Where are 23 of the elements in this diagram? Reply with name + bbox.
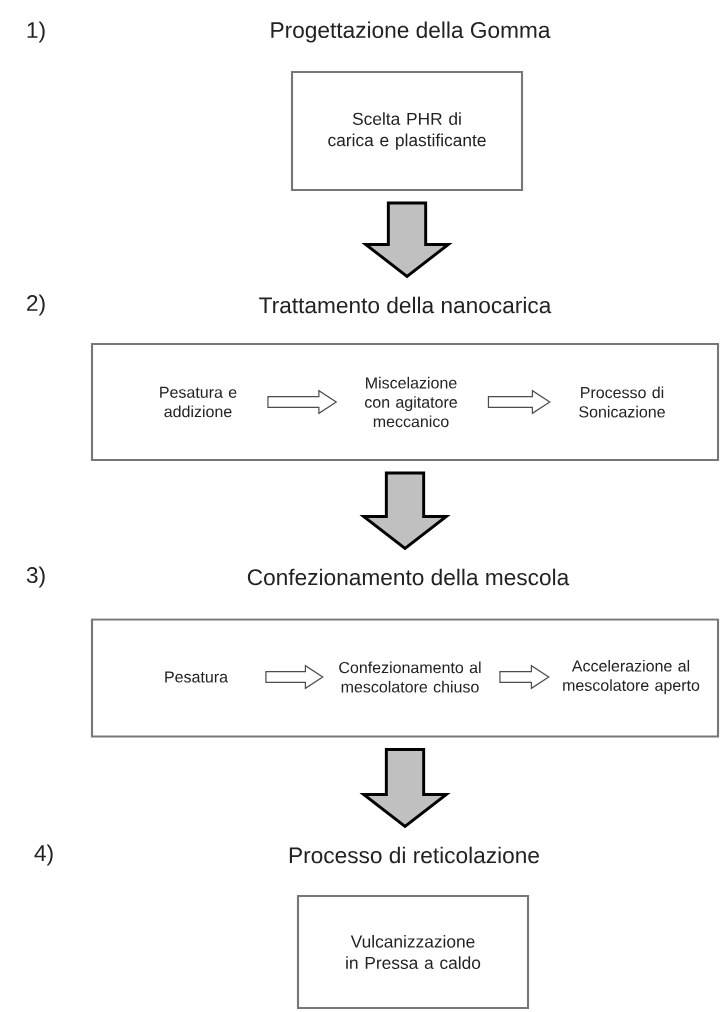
process-box: Scelta PHR di carica e plastificante: [290, 70, 524, 192]
step-text: Processo di Sonicazione: [579, 386, 665, 418]
process-box: Vulcanizzazione in Pressa a caldo: [296, 894, 530, 1010]
step-text: Pesatura e addizione: [160, 386, 237, 418]
step-text: Accelerazione al mescolatore aperto: [563, 659, 700, 695]
step-text: Confezionamento al mescolatore chiuso: [339, 661, 481, 693]
block-arrow: [361, 201, 453, 279]
step-number: 4): [34, 844, 53, 866]
step-heading: Processo di reticolazione: [289, 846, 539, 864]
block-arrow: [359, 471, 451, 551]
step-heading: Trattamento della nanocarica: [259, 296, 552, 314]
step-text: Miscelazione con agitatore meccanico: [365, 376, 457, 428]
arrow: [265, 664, 324, 690]
step-number: 1): [27, 21, 45, 43]
block-arrow: [359, 748, 451, 829]
step-number: 3): [26, 566, 45, 588]
arrow: [499, 664, 550, 690]
step-heading: Confezionamento della mescola: [247, 568, 570, 586]
step-number: 2): [27, 294, 45, 316]
arrow: [487, 389, 551, 415]
step-text: Pesatura: [165, 671, 228, 683]
step-heading: Progettazione della Gomma: [271, 21, 551, 43]
arrow: [267, 389, 338, 415]
